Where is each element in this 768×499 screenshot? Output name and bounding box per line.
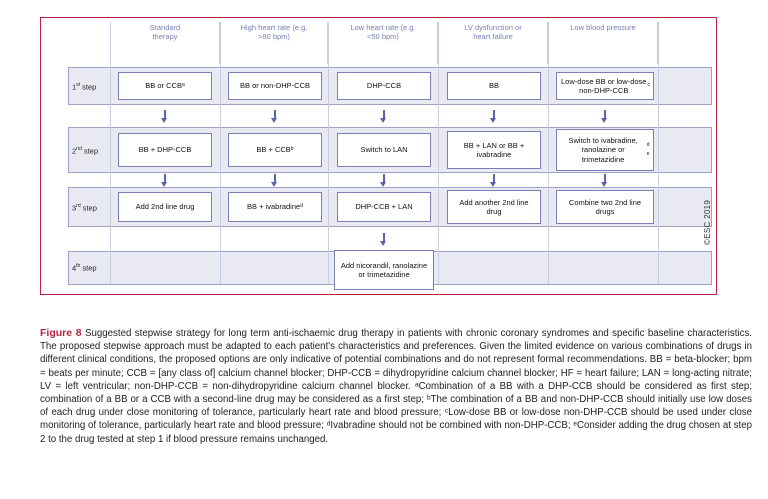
step-label-4: 4th step bbox=[72, 263, 97, 273]
column-divider bbox=[328, 22, 329, 284]
arrow-down-icon bbox=[379, 110, 389, 124]
column-divider bbox=[438, 22, 439, 284]
arrow-down-icon bbox=[489, 110, 499, 124]
box-low-hr-step4: Add nicorandil, ranolazine or trimetazid… bbox=[334, 250, 434, 290]
arrow-down-icon bbox=[379, 174, 389, 188]
box-standard-step3: Add 2nd line drug bbox=[118, 192, 212, 222]
step-label-2: 2nd step bbox=[72, 146, 98, 156]
arrow-down-icon bbox=[160, 110, 170, 124]
arrow-down-icon bbox=[270, 174, 280, 188]
arrow-down-icon bbox=[489, 174, 499, 188]
arrow-down-icon bbox=[270, 110, 280, 124]
arrow-down-icon bbox=[379, 233, 389, 247]
box-low-hr-step1: DHP-CCB bbox=[337, 72, 431, 100]
arrow-down-icon bbox=[600, 110, 610, 124]
step-label-1: 1st step bbox=[72, 82, 97, 92]
box-lv-step2: BB + LAN or BB + ivabradine bbox=[447, 131, 541, 169]
box-low-bp-step2: Switch to ivabradine, ranolazine or trim… bbox=[556, 129, 654, 171]
arrow-down-icon bbox=[160, 174, 170, 188]
copyright-label: ©ESC 2019 bbox=[703, 199, 712, 245]
column-header-high-hr: High heart rate (e.g.>80 bpm) bbox=[220, 22, 328, 64]
arrow-down-icon bbox=[600, 174, 610, 188]
column-divider bbox=[658, 22, 659, 284]
column-divider bbox=[220, 22, 221, 284]
box-low-hr-step2: Switch to LAN bbox=[337, 133, 431, 167]
column-divider bbox=[548, 22, 549, 284]
box-lv-step1: BB bbox=[447, 72, 541, 100]
column-header-low-bp: Low blood pressure bbox=[548, 22, 658, 64]
box-low-bp-step3: Combine two 2nd line drugs bbox=[556, 190, 654, 224]
box-lv-step3: Add another 2nd line drug bbox=[447, 190, 541, 224]
box-standard-step2: BB + DHP-CCB bbox=[118, 133, 212, 167]
box-low-hr-step3: DHP-CCB + LAN bbox=[337, 192, 431, 222]
step-label-3: 3rd step bbox=[72, 203, 97, 213]
column-header-low-hr: Low heart rate (e.g.<50 bpm) bbox=[328, 22, 438, 64]
column-divider bbox=[110, 22, 111, 284]
box-high-hr-step1: BB or non-DHP-CCB bbox=[228, 72, 322, 100]
figure-caption: Figure 8 Suggested stepwise strategy for… bbox=[40, 327, 752, 445]
